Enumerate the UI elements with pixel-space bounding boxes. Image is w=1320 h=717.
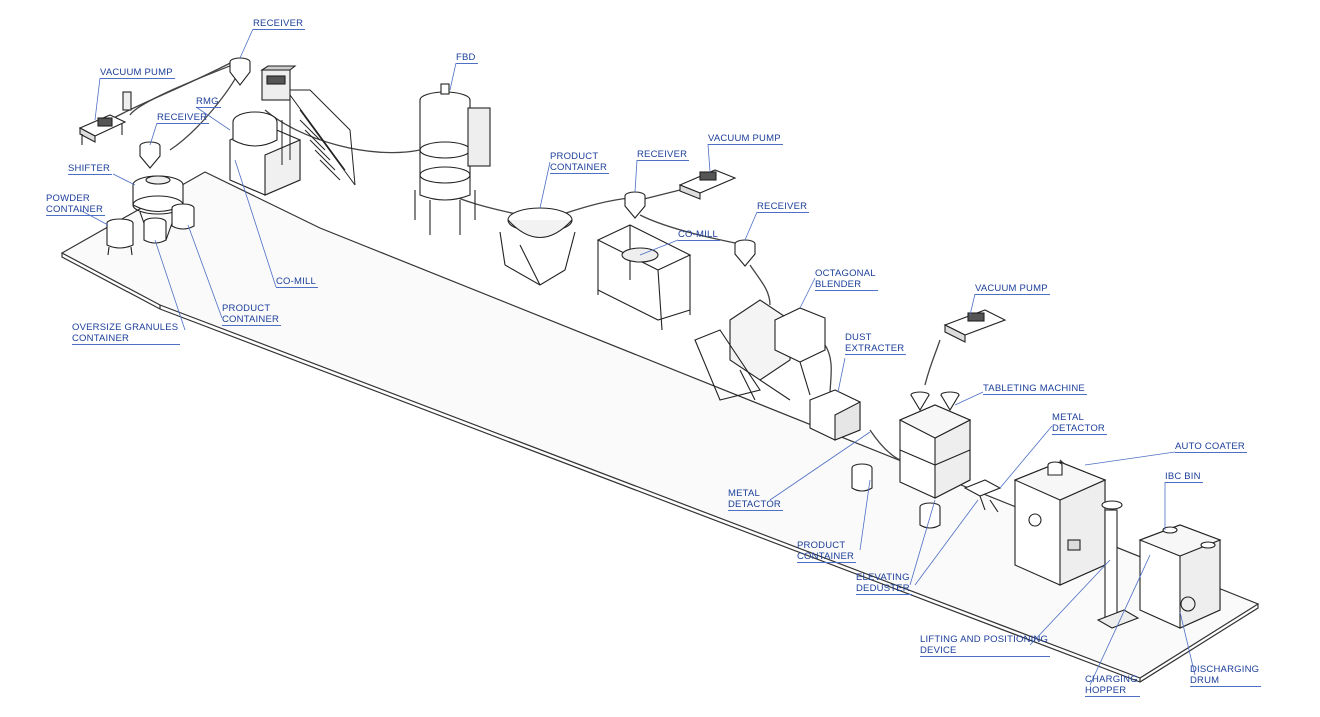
label-receiver-rmg: RECEIVER [157, 112, 210, 124]
label-product-container-2: PRODUCT CONTAINER [550, 151, 610, 174]
label-tableting-machine: TABLETING MACHINE [983, 383, 1087, 395]
label-ibc-bin: IBC BIN [1165, 471, 1203, 483]
label-co-mill-2: CO-MILL [678, 229, 720, 241]
stair-platform [281, 89, 356, 186]
product-container-bottom [851, 463, 941, 529]
product-container-small [171, 203, 195, 230]
fbd-machine [414, 83, 491, 235]
label-receiver-top: RECEIVER [253, 18, 306, 30]
label-product-container-1: PRODUCT CONTAINER [222, 303, 282, 326]
product-container-trolley [499, 207, 576, 286]
receiver-rmg [139, 141, 161, 169]
leader-lines [79, 28, 1196, 686]
octagonal-blender [694, 299, 826, 401]
label-vacuum-pump-1: VACUUM PUMP [100, 67, 175, 79]
powder-container [106, 218, 134, 256]
label-charging-hopper: CHARGING HOPPER [1085, 674, 1140, 697]
shifter-group [132, 175, 184, 241]
label-oversize-granules: OVERSIZE GRANULES CONTAINER [72, 322, 181, 345]
label-product-container-3: PRODUCT CONTAINER [797, 540, 857, 563]
dust-extracter [809, 389, 861, 441]
label-vacuum-pump-3: VACUUM PUMP [975, 283, 1050, 295]
floor-slab [60, 171, 1260, 683]
label-lifting-device: LIFTING AND POSITIONING DEVICE [920, 634, 1051, 657]
label-fbd: FBD [456, 52, 478, 64]
oversize-container [143, 217, 167, 244]
tableting-machine [898, 391, 972, 499]
label-elevating-deduster: ELEVATING DEDUSTER [856, 572, 912, 595]
auto-coater [1013, 461, 1107, 586]
label-discharging-drum: DISCHARGING DRUM [1190, 664, 1262, 687]
vacuum-pump-3 [943, 309, 1007, 343]
vacuum-pump-1 [78, 91, 132, 145]
label-metal-detector-1: METAL DETACTOR [1052, 412, 1107, 435]
label-octagonal-blender: OCTAGONAL BLENDER [815, 268, 878, 291]
receiver-top [229, 57, 251, 86]
vacuum-pump-2 [678, 169, 737, 200]
label-powder-container: POWDER CONTAINER [46, 193, 106, 216]
label-rmg: RMG [196, 96, 221, 108]
label-vacuum-pump-2: VACUUM PUMP [708, 133, 783, 145]
ibc-bin [1138, 524, 1222, 629]
label-receiver-3: RECEIVER [757, 201, 810, 213]
label-metal-detector-2: METAL DETACTOR [728, 488, 783, 511]
label-co-mill-1: CO-MILL [276, 276, 318, 288]
label-receiver-2: RECEIVER [637, 149, 690, 161]
label-dust-extracter: DUST EXTRACTER [845, 332, 907, 355]
label-auto-coater: AUTO COATER [1175, 441, 1247, 453]
label-shifter: SHIFTER [68, 163, 113, 175]
lifting-device [1096, 500, 1140, 629]
